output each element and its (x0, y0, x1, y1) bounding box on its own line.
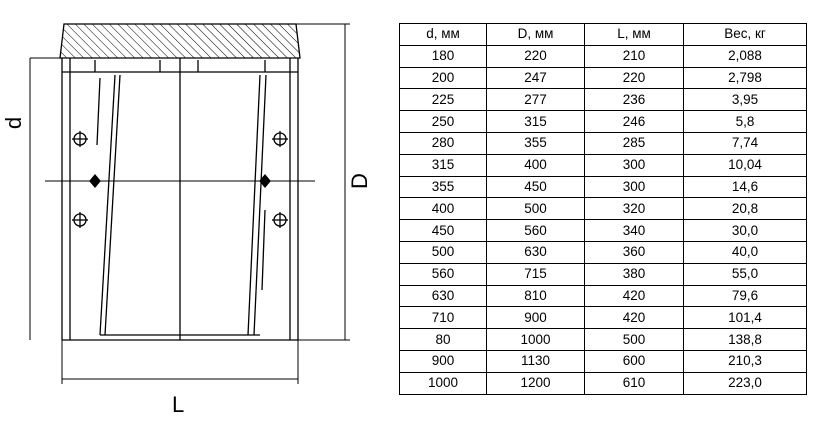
table-cell: 420 (584, 306, 684, 330)
table-cell: 320 (584, 197, 684, 221)
table-cell: 7,74 (683, 131, 807, 155)
table-cell: 600 (584, 349, 684, 373)
d-dimension-label: d (1, 116, 27, 130)
table-cell: 315 (399, 153, 487, 177)
table-cell: 715 (486, 262, 585, 286)
table-cell: 355 (399, 175, 487, 199)
table-cell: 246 (584, 110, 684, 133)
table-cell: 210,3 (683, 349, 807, 373)
table-cell: 400 (399, 197, 487, 221)
table-cell: 40,0 (683, 240, 807, 264)
table-cell: 1000 (486, 328, 585, 351)
table-cell: 500 (399, 240, 487, 264)
table-cell: 210 (584, 44, 684, 68)
table-cell: 250 (399, 110, 487, 133)
L-dimension-label: L (172, 392, 185, 417)
table-cell: 560 (399, 262, 487, 286)
table-cell: 277 (486, 88, 585, 112)
table-cell: 360 (584, 240, 684, 264)
column-header: D, мм (486, 23, 585, 46)
table-cell: 900 (399, 349, 487, 373)
table-cell: 200 (399, 66, 487, 90)
table-cell: 610 (584, 371, 684, 395)
table-cell: 3,95 (683, 88, 807, 112)
table-cell: 450 (399, 219, 487, 242)
table-cell: 5,8 (683, 110, 807, 133)
table-cell: 236 (584, 88, 684, 112)
table-cell: 247 (486, 66, 585, 90)
table-cell: 220 (584, 66, 684, 90)
terminal-markers (72, 131, 288, 228)
table-cell: 420 (584, 284, 684, 308)
dimension-lines (29, 23, 350, 384)
table-cell: 225 (399, 88, 487, 112)
table-cell: 1000 (399, 371, 487, 395)
table-cell: 1130 (486, 349, 585, 373)
table-cell: 315 (486, 110, 585, 133)
table-cell: 220 (486, 44, 585, 68)
table-cell: 900 (486, 306, 585, 330)
table-cell: 630 (399, 284, 487, 308)
table-cell: 380 (584, 262, 684, 286)
coupling-body (59, 23, 301, 341)
table-cell: 14,6 (683, 175, 807, 199)
table-cell: 10,04 (683, 153, 807, 177)
table-cell: 1200 (486, 371, 585, 395)
column-header: L, мм (584, 23, 684, 46)
table-cell: 79,6 (683, 284, 807, 308)
table-cell: 20,8 (683, 197, 807, 221)
table-cell: 560 (486, 219, 585, 242)
table-cell: 500 (486, 197, 585, 221)
table-cell: 300 (584, 153, 684, 177)
table-cell: 2,088 (683, 44, 807, 68)
table-cell: 450 (486, 175, 585, 199)
table-cell: 2,798 (683, 66, 807, 90)
table-cell: 138,8 (683, 328, 807, 351)
table-cell: 355 (486, 131, 585, 155)
table-cell: 101,4 (683, 306, 807, 330)
table-cell: 810 (486, 284, 585, 308)
table-cell: 223,0 (683, 371, 807, 395)
table-cell: 500 (584, 328, 684, 351)
table-cell: 300 (584, 175, 684, 199)
table-cell: 55,0 (683, 262, 807, 286)
column-header: d, мм (399, 23, 487, 46)
table-cell: 630 (486, 240, 585, 264)
D-dimension-label: D (346, 173, 372, 189)
table-cell: 710 (399, 306, 487, 330)
coupling-drawing (29, 23, 350, 384)
table-cell: 400 (486, 153, 585, 177)
table-cell: 285 (584, 131, 684, 155)
column-header: Вес, кг (683, 23, 807, 46)
table-cell: 340 (584, 219, 684, 242)
table-cell: 30,0 (683, 219, 807, 242)
table-cell: 80 (399, 328, 487, 351)
table-cell: 280 (399, 131, 487, 155)
table-cell: 180 (399, 44, 487, 68)
